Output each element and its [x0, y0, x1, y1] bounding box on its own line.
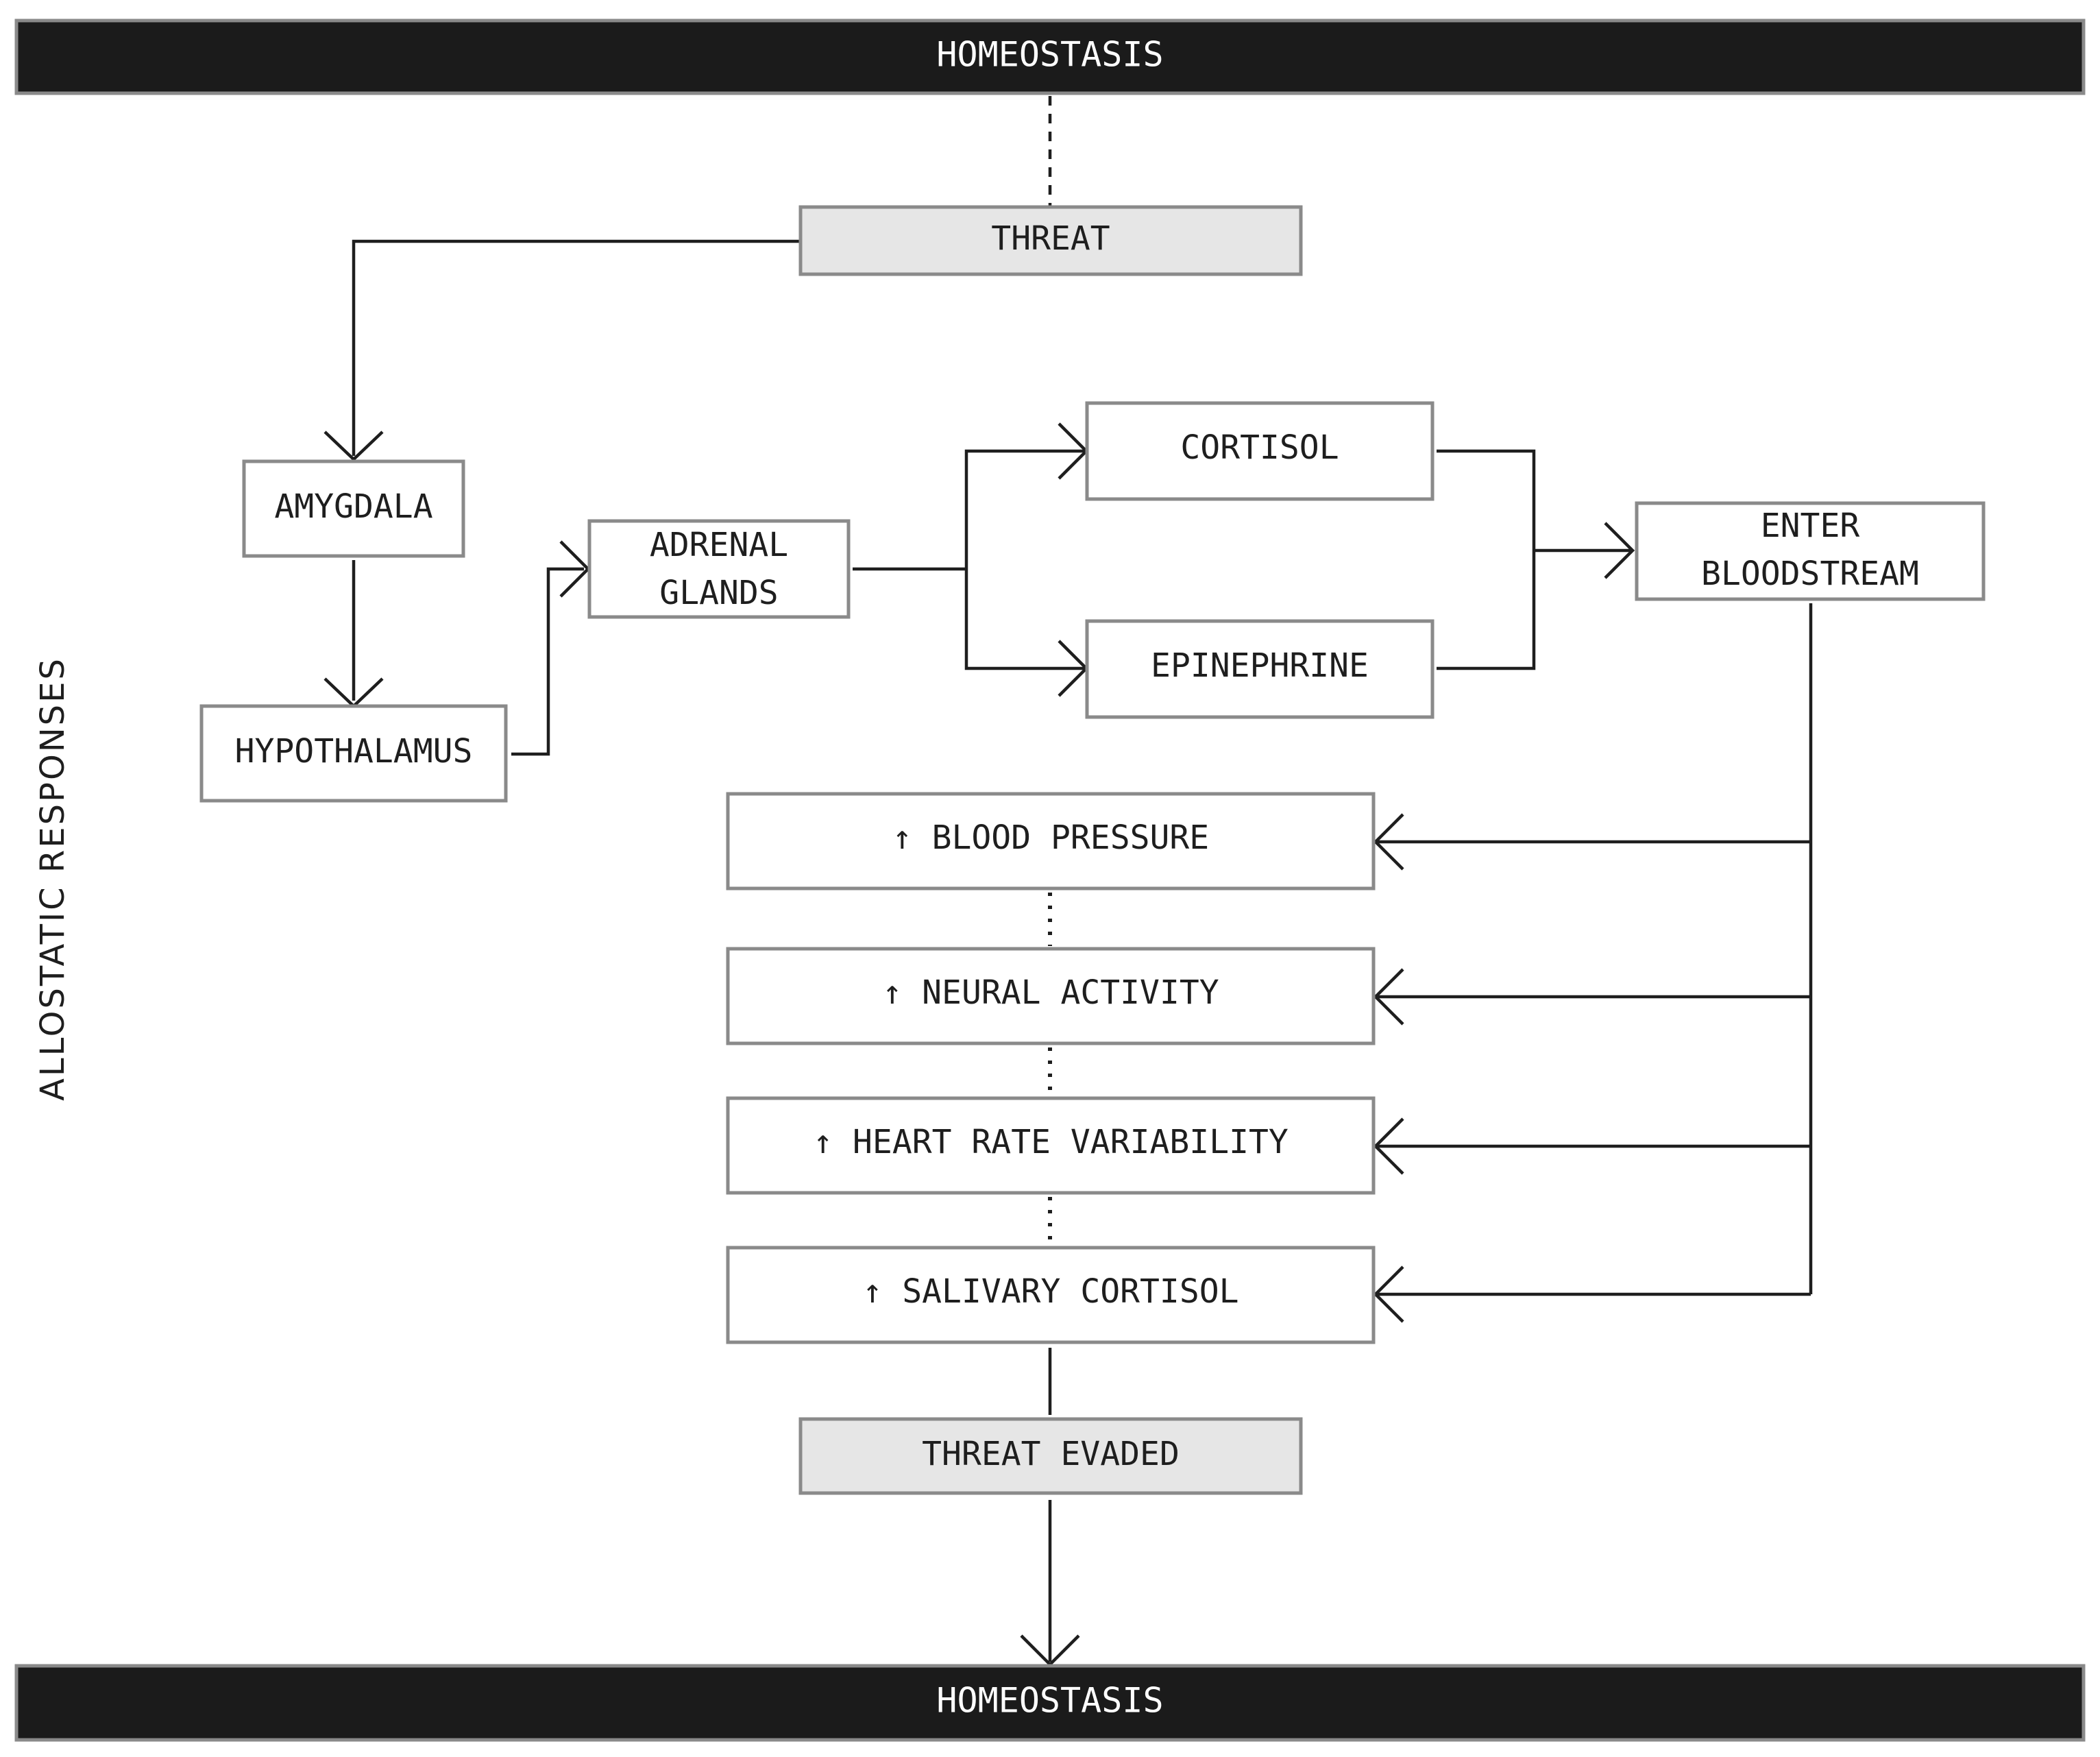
node-epinephrine: EPINEPHRINE: [1085, 619, 1434, 719]
adrenal-split-line: [964, 449, 1084, 670]
threat-label: THREAT: [991, 219, 1110, 258]
hypothalamus-to-adrenal-line: [511, 567, 584, 756]
hypothalamus-label: HYPOTHALAMUS: [235, 732, 473, 771]
cortisol-label: CORTISOL: [1180, 428, 1339, 467]
node-salivary-cortisol: ↑ SALIVARY CORTISOL: [726, 1246, 1376, 1344]
enter-bloodstream-line1: ENTER: [1761, 507, 1860, 545]
top-homeostasis-label: HOMEOSTASIS: [936, 35, 1163, 75]
adrenal-label-line1: ADRENAL: [650, 526, 788, 564]
neural-activity-label: ↑ NEURAL ACTIVITY: [882, 973, 1219, 1012]
arrowhead-amygdala: [323, 431, 384, 462]
bottom-homeostasis-label: HOMEOSTASIS: [936, 1681, 1163, 1721]
allostatic-responses-label: ALLOSTATIC RESPONSES: [34, 657, 72, 1101]
arrowhead-bloodstream: [1604, 522, 1635, 579]
node-threat-evaded: THREAT EVADED: [798, 1417, 1303, 1495]
arrowhead-heart-rate: [1373, 1117, 1404, 1175]
arrowhead-salivary-cortisol: [1373, 1265, 1404, 1323]
top-homeostasis-bar: HOMEOSTASIS: [14, 19, 2086, 95]
arrowhead-neural-activity: [1373, 968, 1404, 1026]
salivary-cortisol-label: ↑ SALIVARY CORTISOL: [862, 1272, 1238, 1311]
node-blood-pressure: ↑ BLOOD PRESSURE: [726, 792, 1376, 890]
enter-bloodstream-line2: BLOODSTREAM: [1701, 555, 1919, 593]
node-cortisol: CORTISOL: [1085, 401, 1434, 501]
node-amygdala: AMYGDALA: [242, 459, 465, 558]
blood-pressure-label: ↑ BLOOD PRESSURE: [892, 819, 1209, 857]
bottom-homeostasis-bar: HOMEOSTASIS: [14, 1664, 2086, 1742]
threat-to-amygdala-line: [352, 239, 799, 456]
node-heart-rate-variability: ↑ HEART RATE VARIABILITY: [726, 1096, 1376, 1195]
node-hypothalamus: HYPOTHALAMUS: [199, 704, 508, 803]
arrowhead-blood-pressure: [1373, 813, 1404, 871]
node-adrenal-glands: ADRENAL GLANDS: [587, 519, 851, 619]
node-threat: THREAT: [798, 205, 1303, 276]
epinephrine-label: EPINEPHRINE: [1151, 646, 1369, 685]
heart-rate-variability-label: ↑ HEART RATE VARIABILITY: [813, 1123, 1289, 1161]
amygdala-label: AMYGDALA: [274, 487, 432, 526]
adrenal-label-line2: GLANDS: [659, 574, 778, 612]
node-enter-bloodstream: ENTER BLOODSTREAM: [1635, 501, 1986, 601]
threat-evaded-label: THREAT EVADED: [922, 1435, 1180, 1473]
hormones-merge-line: [1437, 449, 1536, 670]
node-neural-activity: ↑ NEURAL ACTIVITY: [726, 947, 1376, 1045]
